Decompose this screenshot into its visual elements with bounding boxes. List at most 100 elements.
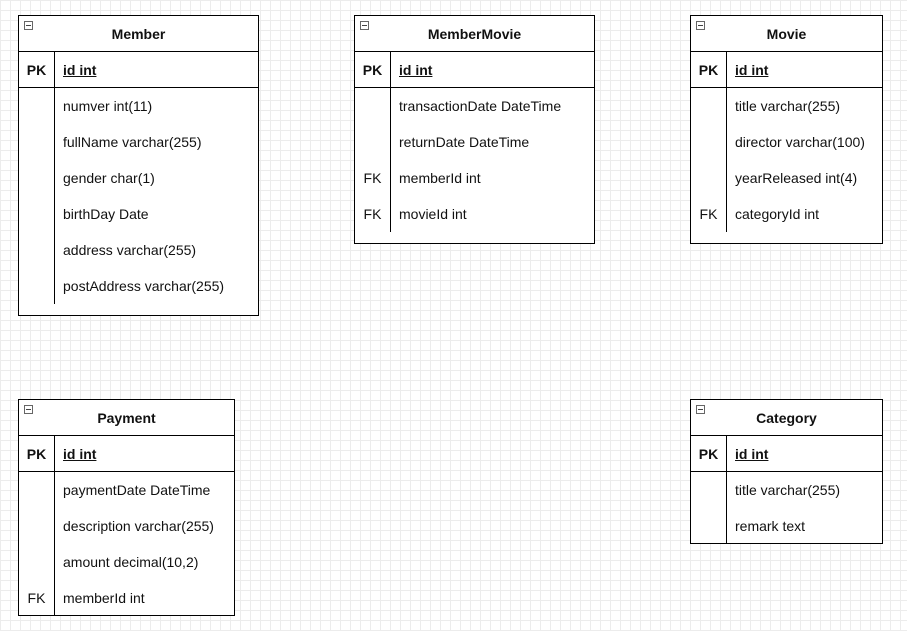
attribute-row[interactable]: gender char(1) bbox=[19, 160, 258, 196]
attribute-row[interactable]: director varchar(100) bbox=[691, 124, 882, 160]
key-label: FK bbox=[699, 206, 718, 222]
entity-title-text: Payment bbox=[97, 410, 156, 426]
attribute-row[interactable]: birthDay Date bbox=[19, 196, 258, 232]
pk-label: PK bbox=[698, 62, 719, 78]
entity-movie[interactable]: Movie PK id int title varchar(255) direc… bbox=[690, 15, 883, 244]
column-divider bbox=[54, 472, 55, 616]
entity-title: Payment bbox=[19, 400, 234, 436]
key-label: FK bbox=[27, 590, 46, 606]
pk-row[interactable]: PK id int bbox=[691, 436, 882, 472]
attribute-row[interactable]: title varchar(255) bbox=[691, 472, 882, 508]
attribute-field: director varchar(100) bbox=[735, 134, 865, 150]
attribute-field: memberId int bbox=[399, 170, 481, 186]
attribute-field: amount decimal(10,2) bbox=[63, 554, 199, 570]
entity-category[interactable]: Category PK id int title varchar(255) re… bbox=[690, 399, 883, 544]
column-divider bbox=[54, 88, 55, 304]
attribute-field: gender char(1) bbox=[63, 170, 155, 186]
attribute-row[interactable]: fullName varchar(255) bbox=[19, 124, 258, 160]
key-label bbox=[19, 124, 54, 160]
attribute-row[interactable]: remark text bbox=[691, 508, 882, 544]
collapse-icon[interactable] bbox=[696, 405, 705, 414]
column-divider bbox=[54, 436, 55, 471]
key-label: FK bbox=[363, 206, 382, 222]
pk-row[interactable]: PK id int bbox=[19, 436, 234, 472]
collapse-icon[interactable] bbox=[696, 21, 705, 30]
key-label bbox=[19, 160, 54, 196]
entity-member[interactable]: Member PK id int numver int(11) fullName… bbox=[18, 15, 259, 316]
entity-title: Category bbox=[691, 400, 882, 436]
attribute-row[interactable]: FK memberId int bbox=[19, 580, 234, 616]
attribute-row[interactable]: FK movieId int bbox=[355, 196, 594, 232]
key-label bbox=[691, 124, 726, 160]
key-label bbox=[19, 268, 54, 304]
key-label bbox=[691, 508, 726, 544]
attribute-row[interactable]: FK memberId int bbox=[355, 160, 594, 196]
column-divider bbox=[390, 88, 391, 232]
column-divider bbox=[726, 52, 727, 87]
attribute-field: postAddress varchar(255) bbox=[63, 278, 225, 294]
attribute-row[interactable]: description varchar(255) bbox=[19, 508, 234, 544]
attribute-list: title varchar(255) director varchar(100)… bbox=[691, 88, 882, 232]
pk-row[interactable]: PK id int bbox=[691, 52, 882, 88]
entity-title: MemberMovie bbox=[355, 16, 594, 52]
attribute-field: memberId int bbox=[63, 590, 145, 606]
attribute-field: birthDay Date bbox=[63, 206, 149, 222]
attribute-row[interactable]: title varchar(255) bbox=[691, 88, 882, 124]
column-divider bbox=[726, 88, 727, 232]
collapse-icon[interactable] bbox=[24, 405, 33, 414]
attribute-list: transactionDate DateTime returnDate Date… bbox=[355, 88, 594, 232]
pk-field: id int bbox=[735, 62, 769, 78]
pk-label: PK bbox=[362, 62, 383, 78]
entity-title-text: Movie bbox=[766, 26, 807, 42]
key-label bbox=[691, 472, 726, 508]
attribute-row[interactable]: transactionDate DateTime bbox=[355, 88, 594, 124]
attribute-list: title varchar(255) remark text bbox=[691, 472, 882, 544]
attribute-row[interactable]: yearReleased int(4) bbox=[691, 160, 882, 196]
pk-label: PK bbox=[26, 446, 47, 462]
column-divider bbox=[726, 472, 727, 544]
pk-field: id int bbox=[63, 446, 97, 462]
attribute-field: address varchar(255) bbox=[63, 242, 197, 258]
attribute-row[interactable]: returnDate DateTime bbox=[355, 124, 594, 160]
attribute-row[interactable]: amount decimal(10,2) bbox=[19, 544, 234, 580]
pk-row[interactable]: PK id int bbox=[355, 52, 594, 88]
pk-field: id int bbox=[63, 62, 97, 78]
entity-payment[interactable]: Payment PK id int paymentDate DateTime d… bbox=[18, 399, 235, 616]
entity-title: Movie bbox=[691, 16, 882, 52]
collapse-icon[interactable] bbox=[360, 21, 369, 30]
collapse-icon[interactable] bbox=[24, 21, 33, 30]
entity-membermovie[interactable]: MemberMovie PK id int transactionDate Da… bbox=[354, 15, 595, 244]
key-label bbox=[691, 160, 726, 196]
pk-field: id int bbox=[735, 446, 769, 462]
key-label bbox=[19, 196, 54, 232]
entity-title: Member bbox=[19, 16, 258, 52]
attribute-field: fullName varchar(255) bbox=[63, 134, 202, 150]
attribute-row[interactable]: paymentDate DateTime bbox=[19, 472, 234, 508]
key-label: FK bbox=[363, 170, 382, 186]
column-divider bbox=[726, 436, 727, 471]
attribute-field: numver int(11) bbox=[63, 98, 153, 114]
attribute-row[interactable]: postAddress varchar(255) bbox=[19, 268, 258, 304]
attribute-field: title varchar(255) bbox=[735, 482, 841, 498]
attribute-field: title varchar(255) bbox=[735, 98, 841, 114]
pk-label: PK bbox=[26, 62, 47, 78]
key-label bbox=[19, 232, 54, 268]
key-label bbox=[19, 472, 54, 508]
attribute-row[interactable]: address varchar(255) bbox=[19, 232, 258, 268]
pk-row[interactable]: PK id int bbox=[19, 52, 258, 88]
attribute-field: paymentDate DateTime bbox=[63, 482, 211, 498]
key-label bbox=[19, 508, 54, 544]
entity-title-text: Category bbox=[756, 410, 817, 426]
key-label bbox=[691, 88, 726, 124]
attribute-list: paymentDate DateTime description varchar… bbox=[19, 472, 234, 616]
key-label bbox=[19, 544, 54, 580]
column-divider bbox=[390, 52, 391, 87]
attribute-field: movieId int bbox=[399, 206, 467, 222]
column-divider bbox=[54, 52, 55, 87]
pk-field: id int bbox=[399, 62, 433, 78]
attribute-field: remark text bbox=[735, 518, 806, 534]
key-label bbox=[355, 124, 390, 160]
attribute-field: transactionDate DateTime bbox=[399, 98, 562, 114]
attribute-row[interactable]: numver int(11) bbox=[19, 88, 258, 124]
